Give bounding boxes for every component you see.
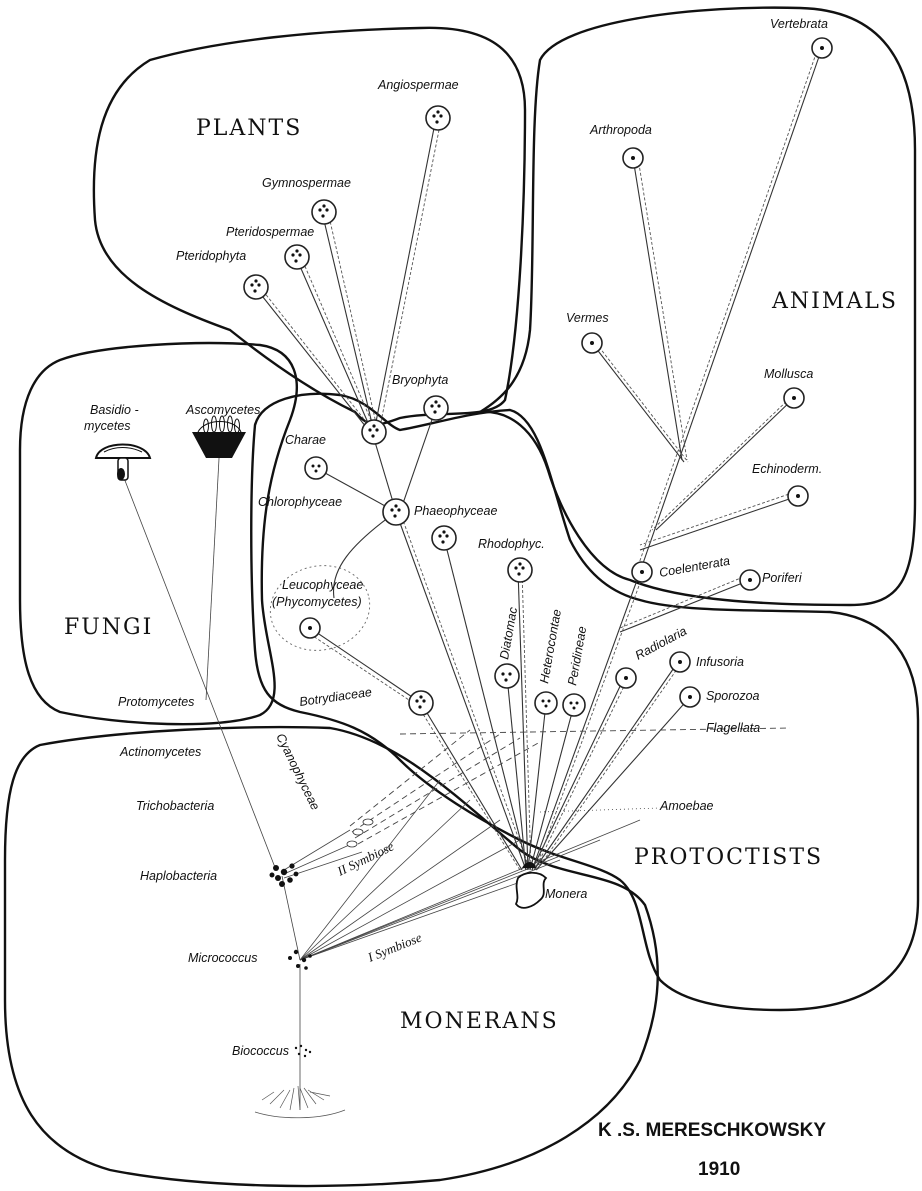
protomycetes-label: Protomycetes	[118, 695, 194, 709]
chlorophyceae-label: Chlorophyceae	[258, 495, 342, 509]
fungi-region-title: FUNGI	[64, 615, 153, 640]
actinomycetes-label: Actinomycetes	[119, 745, 201, 759]
echinoderm-node	[788, 486, 808, 506]
gymnospermae-node	[312, 200, 336, 224]
monerans-boundary	[5, 727, 658, 1186]
botrydiaceae-label: Botrydiaceae	[298, 685, 372, 709]
author-credit: K .S. MERESCHKOWSKY	[598, 1120, 826, 1141]
coelenterata-label: Coelenterata	[658, 554, 731, 580]
mollusca-node	[784, 388, 804, 408]
pteridospermae-label: Pteridospermae	[226, 225, 314, 239]
animals-region-title: ANIMALS	[771, 289, 898, 314]
flagellata-label: Flagellata	[706, 721, 760, 735]
coelenterata-node	[632, 562, 652, 582]
peridineae-node	[563, 694, 585, 716]
charae-node	[305, 457, 327, 479]
symbiosis-2-label: II Symbiose	[334, 838, 397, 879]
cyanophyceae-label: Cyanophyceae	[273, 731, 322, 812]
basidiomycetes-label-line1: Basidio -	[90, 403, 139, 417]
radiolaria-node	[616, 668, 636, 688]
trichobacteria-label: Trichobacteria	[136, 799, 214, 813]
plants-hub-node	[362, 420, 386, 444]
poriferi-label: Poriferi	[762, 571, 803, 585]
infusoria-label: Infusoria	[696, 655, 744, 669]
heterocontae-label: Heterocontae	[537, 608, 564, 684]
symbiosis-rays	[282, 730, 640, 1110]
biococcus-label: Biococcus	[232, 1044, 289, 1058]
haplobacteria-mark	[270, 863, 299, 887]
botrydiaceae-node	[409, 691, 433, 715]
phaeophyceae-node	[432, 526, 456, 550]
rhodophyceae-node	[508, 558, 532, 582]
amoebae-label: Amoebae	[659, 799, 714, 813]
vermes-label: Vermes	[566, 311, 609, 325]
protoctists-region-title: PROTOCTISTS	[634, 845, 823, 870]
haplobacteria-label: Haplobacteria	[140, 869, 217, 883]
fungi-boundary	[20, 343, 297, 724]
arthropoda-node	[623, 148, 643, 168]
taxon-nodes	[244, 38, 832, 716]
infusoria-node	[670, 652, 690, 672]
charae-label: Charae	[285, 433, 326, 447]
phaeophyceae-label: Phaeophyceae	[414, 504, 497, 518]
phycomycetes-label: (Phycomycetes)	[272, 595, 362, 609]
leucophyceae-label: Leucophyceae	[282, 578, 363, 592]
monera-label: Monera	[545, 887, 587, 901]
pteridospermae-node	[285, 245, 309, 269]
diatomaceae-node	[495, 664, 519, 688]
year-credit: 1910	[698, 1159, 740, 1180]
vermes-node	[582, 333, 602, 353]
micrococcus-label: Micrococcus	[188, 951, 257, 965]
poriferi-node	[740, 570, 760, 590]
basidiomycetes-icon	[96, 445, 150, 481]
ascomycetes-icon	[192, 416, 246, 458]
diatomaceae-label: Diatomac	[497, 605, 520, 660]
sporozoa-node	[680, 687, 700, 707]
vertebrata-node	[812, 38, 832, 58]
peridineae-label: Peridineae	[565, 625, 589, 686]
bryophyta-label: Bryophyta	[392, 373, 448, 387]
leucophyceae-node	[300, 618, 320, 638]
bryophyta-node	[424, 396, 448, 420]
pteridophyta-node	[244, 275, 268, 299]
basidiomycetes-label-line2: mycetes	[84, 419, 131, 433]
pteridophyta-label: Pteridophyta	[176, 249, 246, 263]
mollusca-label: Mollusca	[764, 367, 813, 381]
rhodophyceae-label: Rhodophyc.	[478, 537, 545, 551]
vertebrata-label: Vertebrata	[770, 17, 828, 31]
angiospermae-label: Angiospermae	[377, 78, 459, 92]
heterocontae-node	[535, 692, 557, 714]
chlorophyceae-node	[383, 499, 409, 525]
gymnospermae-label: Gymnospermae	[262, 176, 351, 190]
arthropoda-label: Arthropoda	[589, 123, 652, 137]
sporozoa-label: Sporozoa	[706, 689, 760, 703]
ascomycetes-label: Ascomycetes	[185, 403, 260, 417]
plants-region-title: PLANTS	[196, 116, 302, 141]
biococcus-mark	[295, 1045, 311, 1057]
echinoderm-label: Echinoderm.	[752, 462, 822, 476]
symbiosis-1-label: I Symbiose	[365, 930, 424, 966]
monerans-region-title: MONERANS	[400, 1009, 559, 1034]
angiospermae-node	[426, 106, 450, 130]
